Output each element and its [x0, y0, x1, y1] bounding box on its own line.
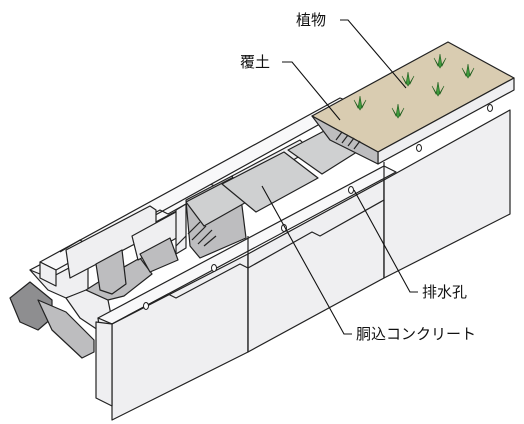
drain-holes — [143, 104, 493, 310]
label-fill-concrete: 胴込コンクリート — [356, 325, 476, 343]
cover-soil — [311, 41, 515, 165]
drain-hole — [416, 144, 422, 152]
drain-hole — [211, 264, 217, 272]
drain-hole — [281, 224, 287, 232]
leader-lines — [261, 19, 418, 335]
label-drain-hole: 排水孔 — [422, 283, 467, 301]
label-cover-soil: 覆土 — [240, 53, 270, 71]
drain-hole — [348, 186, 354, 194]
label-plants: 植物 — [296, 11, 326, 29]
front-wall — [95, 109, 511, 421]
drain-hole — [143, 302, 149, 310]
drain-hole — [487, 104, 493, 112]
plants — [353, 53, 475, 119]
